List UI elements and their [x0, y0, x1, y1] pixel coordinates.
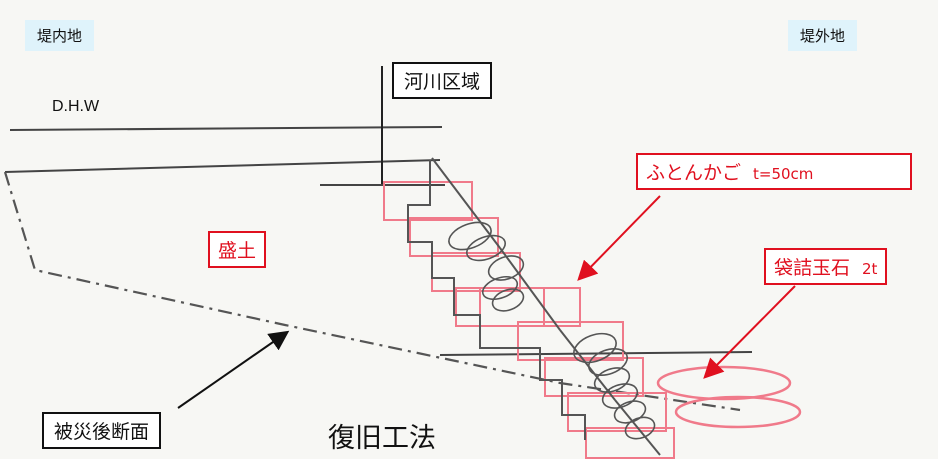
method-title: 復旧工法 [328, 423, 436, 454]
embankment-crest-line [4, 159, 441, 173]
slope-sketch-lines [407, 157, 661, 456]
dhw-label: D.H.W [52, 98, 100, 115]
damaged-section-label: 被災後断面 [42, 412, 162, 449]
bagged-stone-label: 袋詰玉石 2t [764, 248, 888, 285]
bagged-stone-arrow [703, 285, 796, 379]
inside-land-tag: 堤内地 [25, 20, 95, 51]
futon-kago-boxes [383, 181, 675, 459]
bagged-stones [656, 365, 802, 429]
futon-kago-text: ふとんかご [646, 162, 742, 184]
bagged-stone-text: 袋詰玉石 [774, 257, 851, 279]
futon-kago-thickness: t=50cm [753, 165, 814, 183]
bagged-stone-weight: 2t [862, 260, 878, 278]
futon-kago-arrow [577, 195, 661, 281]
water-level-line [439, 351, 753, 356]
dhw-line [9, 126, 443, 131]
damaged-section-arrow [177, 330, 290, 409]
embankment-label: 盛土 [208, 231, 267, 268]
futon-kago-label: ふとんかご t=50cm [636, 153, 912, 190]
river-area-label: 河川区域 [392, 62, 493, 99]
coil-sketches [448, 221, 656, 440]
outside-land-tag: 堤外地 [788, 20, 858, 51]
